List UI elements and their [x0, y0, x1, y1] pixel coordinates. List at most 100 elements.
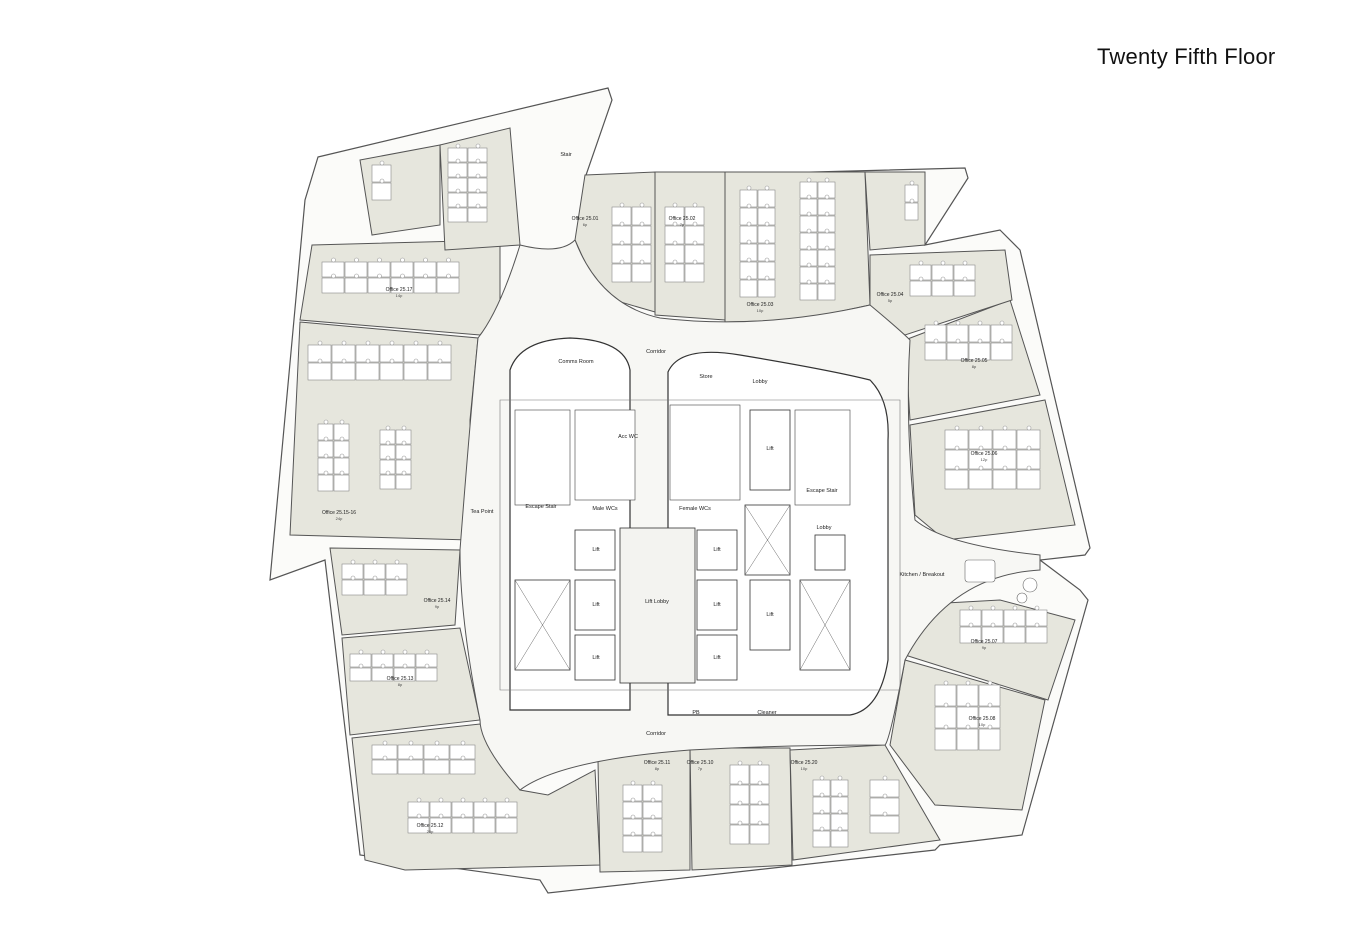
- chair: [408, 740, 414, 746]
- desk: [749, 824, 770, 845]
- chair: [1002, 445, 1008, 451]
- office-capacity-label: 14p: [396, 293, 403, 298]
- office-name-label: Office 25.11: [644, 760, 671, 766]
- chair: [764, 185, 770, 191]
- office-name-label: Office 25.03: [747, 302, 774, 308]
- office-capacity-label: 12p: [981, 457, 988, 462]
- desk: [321, 277, 345, 294]
- desk: [757, 279, 776, 298]
- desk: [664, 263, 685, 283]
- chair: [482, 813, 488, 819]
- desk: [379, 362, 404, 381]
- lift-label-6: Lift: [713, 655, 721, 661]
- chair: [424, 663, 430, 669]
- chair: [416, 813, 422, 819]
- chair: [1012, 605, 1018, 611]
- chair: [954, 465, 960, 471]
- chair: [757, 820, 763, 826]
- chair: [764, 239, 770, 245]
- desk: [1016, 469, 1041, 490]
- chair: [365, 340, 371, 346]
- office-capacity-label: 9p: [982, 645, 987, 650]
- chair: [968, 605, 974, 611]
- chair: [918, 276, 924, 282]
- chair: [1026, 425, 1032, 431]
- corridor-bottom-label: Corridor: [646, 731, 666, 737]
- desk: [990, 342, 1013, 361]
- chair: [837, 792, 843, 798]
- desk: [467, 207, 488, 223]
- chair: [746, 239, 752, 245]
- desk: [317, 474, 334, 492]
- lift-small: [814, 534, 846, 571]
- chair: [824, 194, 830, 200]
- desk: [924, 342, 947, 361]
- chair: [400, 273, 405, 279]
- chair: [341, 358, 347, 364]
- cleaner-label: Cleaner: [757, 710, 776, 716]
- lift-5: [696, 579, 738, 631]
- kitchen-label: Kitchen / Breakout: [900, 572, 945, 578]
- chair: [819, 809, 825, 815]
- desk: [1025, 626, 1048, 644]
- chair: [978, 465, 984, 471]
- lift-lobby-label: Lift Lobby: [645, 599, 669, 605]
- desk: [931, 280, 954, 297]
- chair: [382, 740, 388, 746]
- chair: [999, 338, 1005, 344]
- desk: [333, 474, 350, 492]
- desk: [436, 277, 460, 294]
- desk: [379, 474, 396, 490]
- desk: [427, 362, 452, 381]
- lift-3: [574, 634, 616, 681]
- office-capacity-label: 8p: [398, 682, 403, 687]
- chair: [837, 809, 843, 815]
- chair: [475, 203, 481, 209]
- lift-label-4: Lift: [713, 547, 721, 553]
- chair: [965, 702, 971, 708]
- lift-lobby: [619, 527, 696, 684]
- chair: [746, 275, 752, 281]
- chair: [1002, 425, 1008, 431]
- office-capacity-label: 8p: [655, 766, 660, 771]
- office-capacity-label: 7p: [698, 766, 703, 771]
- chair: [943, 680, 949, 686]
- chair: [317, 358, 323, 364]
- lift-4: [696, 529, 738, 571]
- chair: [1026, 465, 1032, 471]
- chair: [619, 221, 625, 227]
- chair: [331, 257, 336, 263]
- desk: [355, 362, 380, 381]
- chair: [350, 559, 356, 565]
- chair: [385, 455, 391, 461]
- chair: [737, 800, 743, 806]
- chair: [460, 797, 466, 803]
- female-wcs-label: Female WCs: [679, 506, 711, 512]
- kitchen-table: [964, 559, 1038, 604]
- store-label: Store: [699, 374, 712, 380]
- desk: [611, 263, 632, 283]
- desk: [909, 280, 932, 297]
- chair: [619, 240, 625, 246]
- desk: [447, 207, 468, 223]
- chair: [446, 257, 451, 263]
- chair: [806, 228, 812, 234]
- chair: [737, 820, 743, 826]
- chair: [401, 455, 407, 461]
- chair: [339, 470, 345, 476]
- chair: [341, 340, 347, 346]
- desk: [363, 579, 386, 596]
- desk: [830, 830, 849, 848]
- office-capacity-label: 9p: [435, 604, 440, 609]
- lift-1: [574, 529, 616, 571]
- office-name-label: Office 25.02: [669, 216, 696, 222]
- chair: [764, 275, 770, 281]
- office-name-label: Office 25.04: [877, 292, 904, 298]
- chair: [672, 259, 678, 265]
- desk: [341, 579, 364, 596]
- lift-8: [749, 579, 791, 651]
- office-name-label: Office 25.01: [572, 216, 599, 222]
- chair: [650, 814, 656, 820]
- lift-cross-marks: [514, 504, 851, 671]
- chair: [434, 740, 440, 746]
